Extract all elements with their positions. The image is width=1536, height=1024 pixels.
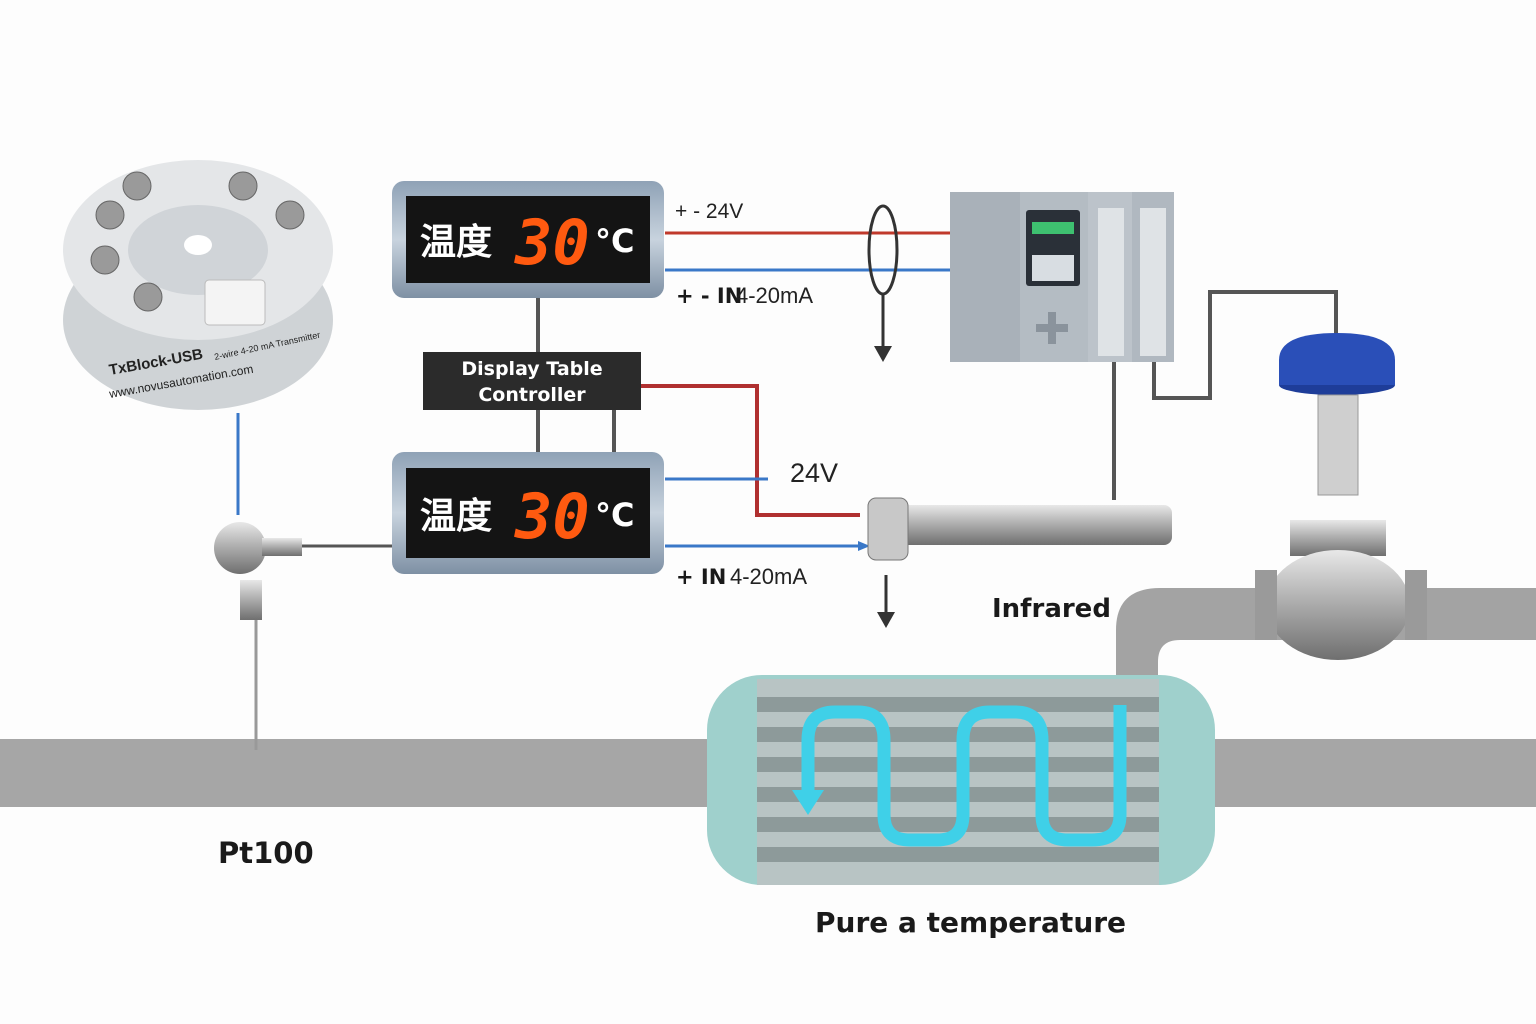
top-signal-label: 4-20mA bbox=[736, 283, 813, 308]
current-clamp-icon bbox=[867, 204, 899, 296]
heat-exchanger bbox=[707, 675, 1215, 885]
control-valve bbox=[1255, 333, 1427, 660]
flow-arrow bbox=[801, 705, 1127, 847]
bottom-power-label: 24V bbox=[790, 458, 838, 488]
controller-line1: Display Table bbox=[461, 358, 602, 380]
plc bbox=[950, 192, 1174, 362]
display-table-controller: Display Table Controller bbox=[423, 352, 641, 410]
display-bottom-unit: °C bbox=[595, 496, 634, 534]
bottom-signal-label: 4-20mA bbox=[730, 564, 807, 589]
top-signal-prefix: + - IN bbox=[676, 284, 742, 308]
display-top-label: 温度 bbox=[420, 222, 492, 263]
display-bottom-value: 30 bbox=[514, 480, 590, 553]
infrared-sensor bbox=[867, 497, 1172, 561]
pt100-label: Pt100 bbox=[218, 836, 314, 870]
display-top-value: 30 bbox=[514, 206, 590, 279]
display-bottom: 温度 30 °C bbox=[392, 452, 664, 574]
display-top: 温度 30 °C bbox=[392, 181, 664, 298]
bottom-signal-prefix: + IN bbox=[676, 565, 726, 589]
temperature-transmitter: TxBlock-USB 2-wire 4-20 mA Transmitter w… bbox=[63, 160, 333, 410]
display-top-unit: °C bbox=[595, 222, 634, 260]
red-wire-bottom bbox=[641, 384, 860, 517]
top-power-label: + - 24V bbox=[675, 200, 743, 223]
infrared-label: Infrared bbox=[992, 594, 1111, 624]
display-bottom-label: 温度 bbox=[420, 496, 492, 537]
exchanger-label: Pure a temperature bbox=[815, 906, 1126, 939]
controller-line2: Controller bbox=[478, 384, 586, 406]
pt100-probe bbox=[214, 522, 302, 750]
